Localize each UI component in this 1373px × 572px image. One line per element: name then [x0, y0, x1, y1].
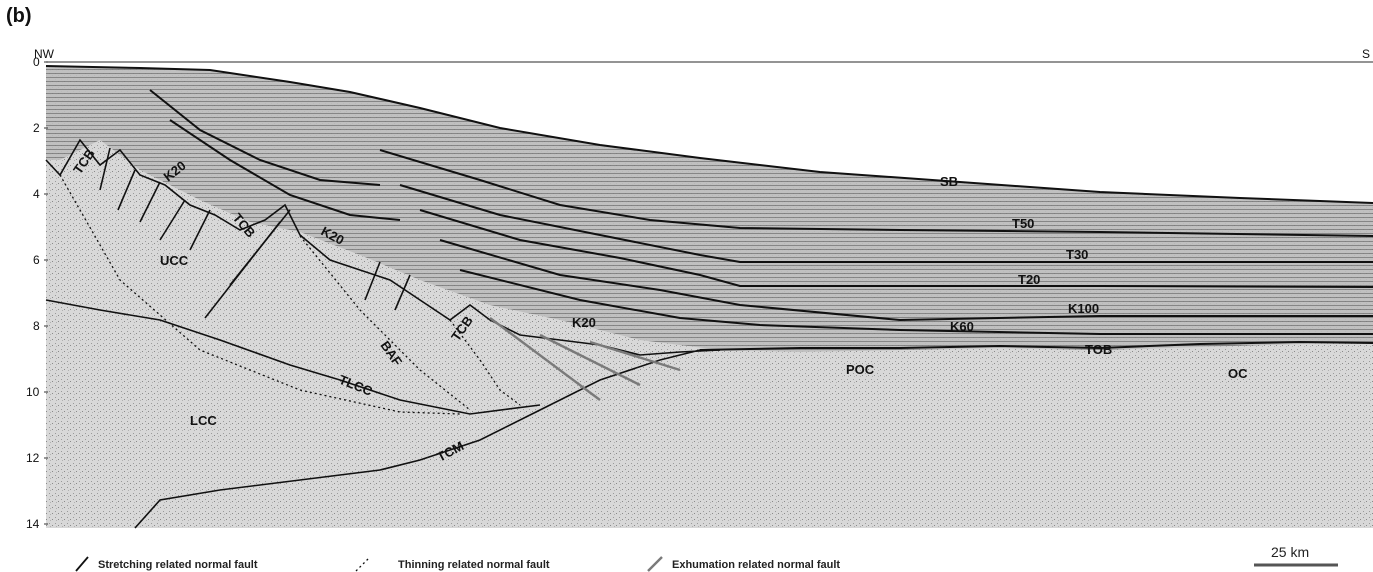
scale-bar-label: 25 km — [1271, 544, 1309, 560]
legend-thinning-symbol — [356, 557, 370, 571]
label-tob: TOB — [1085, 342, 1112, 357]
legend-exhumation-text: Exhumation related normal fault — [672, 559, 840, 571]
label-lcc: LCC — [190, 413, 217, 428]
legend-thinning-text: Thinning related normal fault — [398, 559, 550, 571]
label-t20: T20 — [1018, 272, 1040, 287]
depth-tick-label: 10 — [26, 385, 40, 399]
scale-bar: 25 km — [1254, 544, 1338, 565]
label-poc: POC — [846, 362, 875, 377]
panel-label: (b) — [6, 5, 32, 27]
label-k100: K100 — [1068, 301, 1099, 316]
depth-tick-label: 12 — [26, 451, 40, 465]
label-k60: K60 — [950, 319, 974, 334]
direction-right-label: S — [1362, 47, 1370, 61]
label-t50: T50 — [1012, 216, 1034, 231]
legend: Stretching related normal fault Thinning… — [76, 557, 840, 571]
depth-tick-label: 8 — [33, 319, 40, 333]
legend-stretching-text: Stretching related normal fault — [98, 559, 258, 571]
depth-tick-label: 4 — [33, 187, 40, 201]
label-sb: SB — [940, 174, 958, 189]
label-t30: T30 — [1066, 247, 1088, 262]
depth-tick-label: 14 — [26, 517, 40, 531]
legend-stretching-symbol — [76, 557, 88, 571]
legend-exhumation-symbol — [648, 557, 662, 571]
depth-tick-label: 0 — [33, 55, 40, 69]
label-k20-lower: K20 — [572, 315, 596, 330]
label-ucc: UCC — [160, 253, 189, 268]
depth-axis: 0 2 4 6 8 10 12 14 — [26, 55, 48, 531]
depth-tick-label: 2 — [33, 121, 40, 135]
label-oc: OC — [1228, 366, 1248, 381]
depth-tick-label: 6 — [33, 253, 40, 267]
seismic-section — [46, 62, 1373, 528]
